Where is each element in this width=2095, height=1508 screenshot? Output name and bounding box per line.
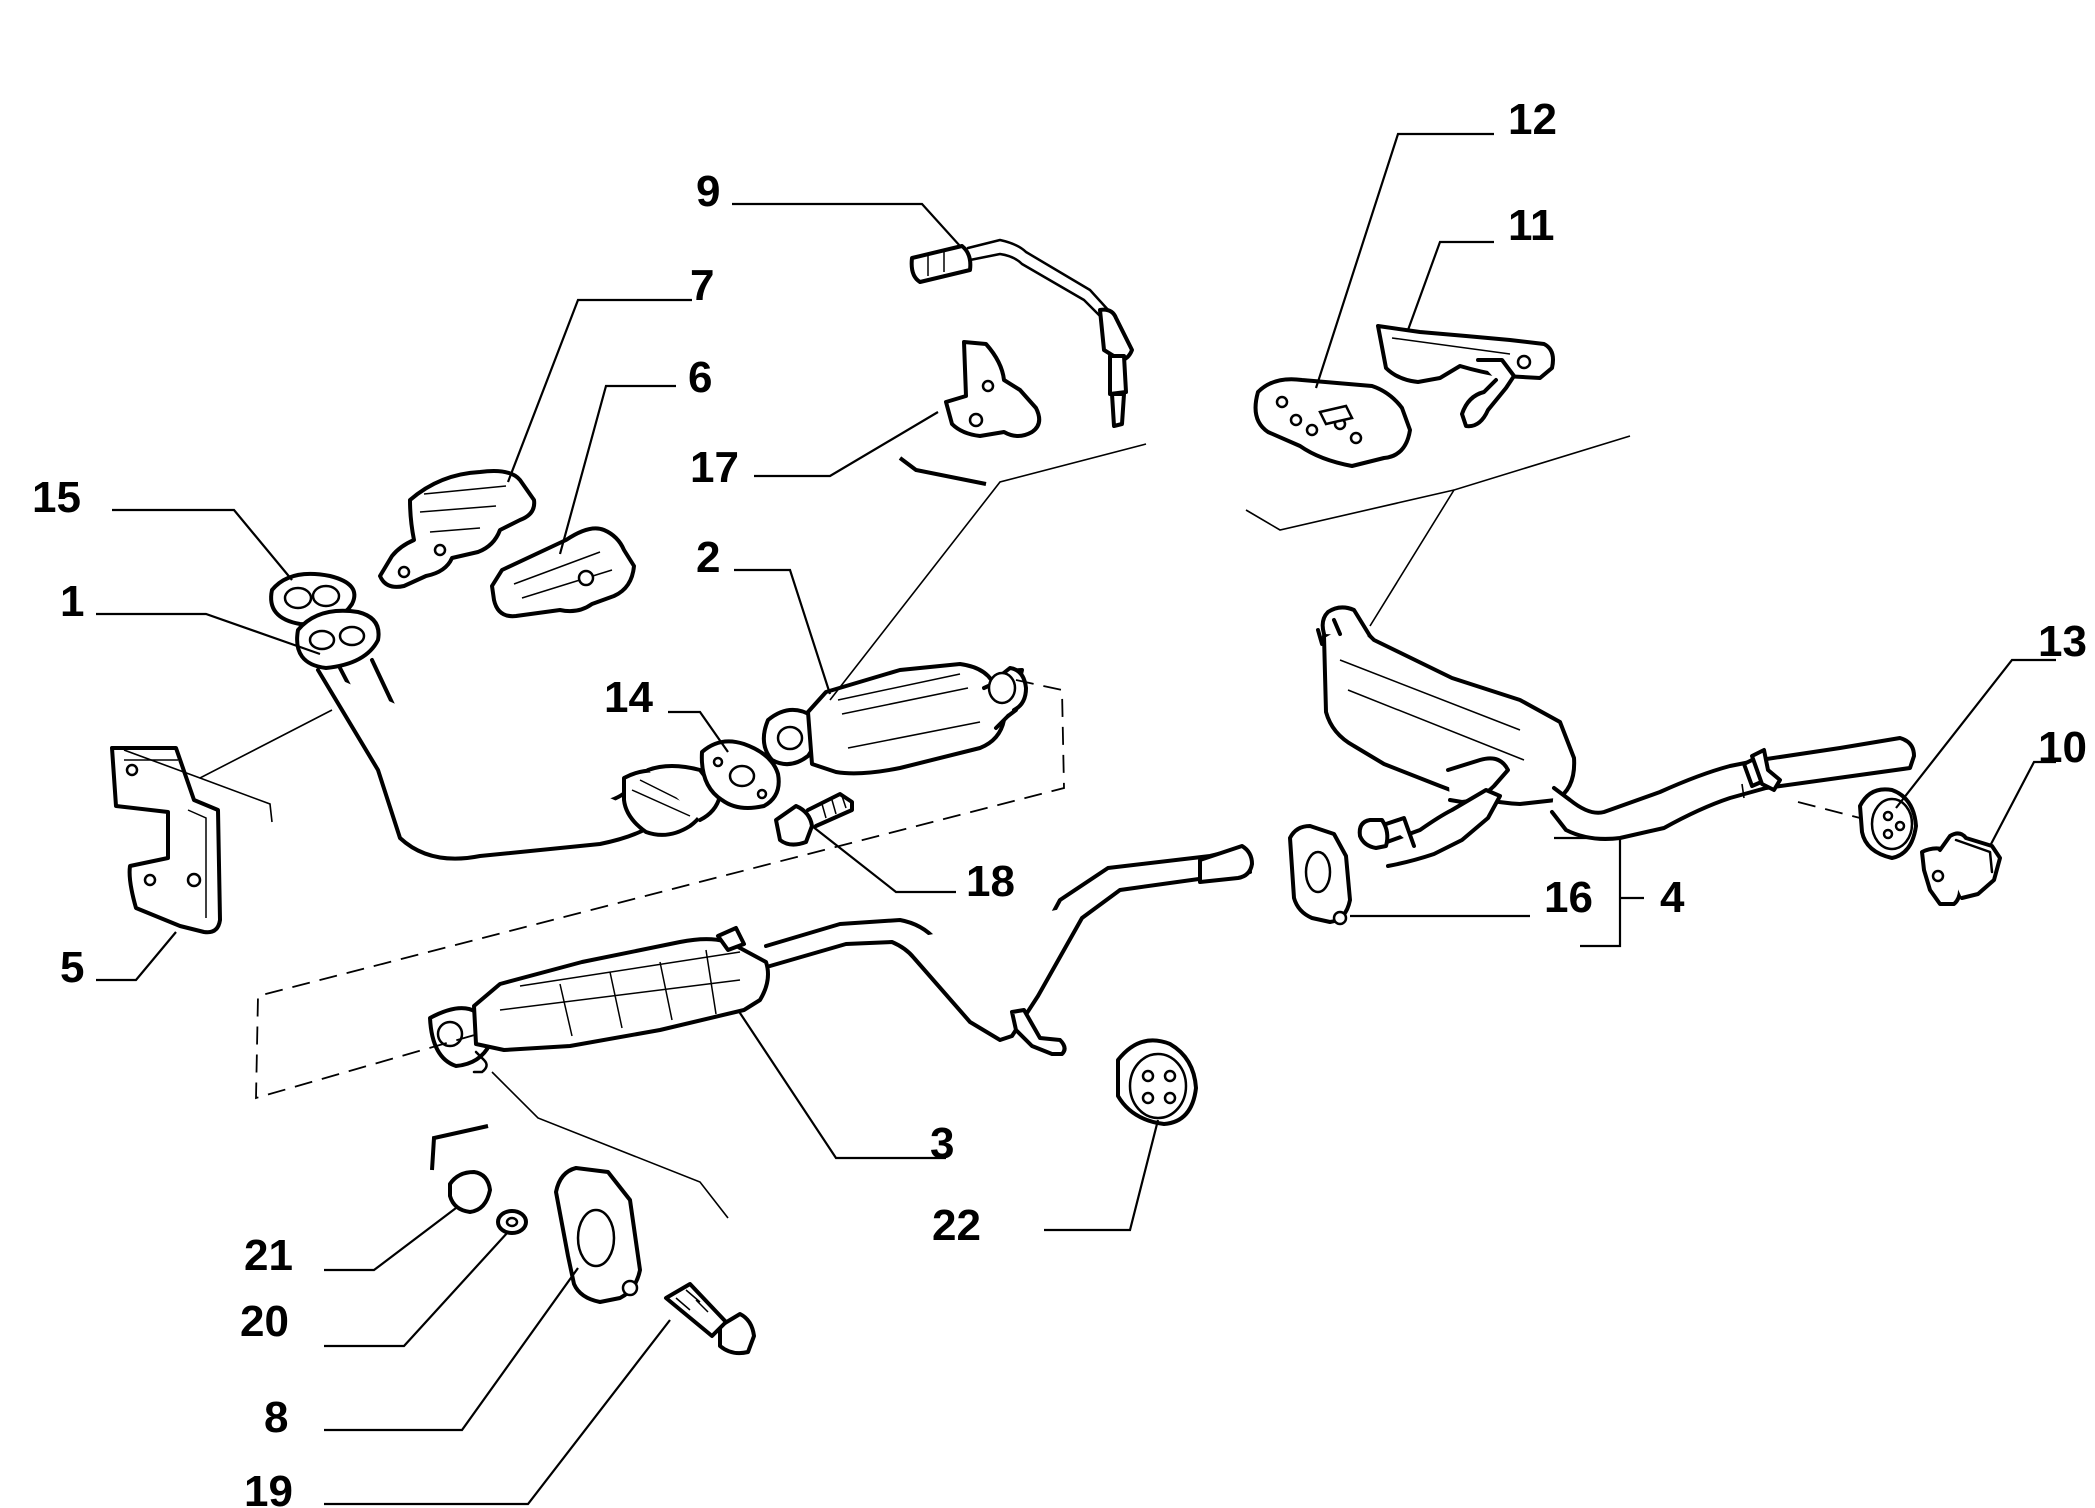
- part-8-mount-bracket: [554, 1166, 642, 1304]
- part-10-hanger: [1920, 831, 2002, 906]
- part-18-bolt: [774, 792, 854, 847]
- callout-19: 19: [244, 1467, 293, 1508]
- guide-line-4b: [1245, 489, 1455, 531]
- part-22-rubber-mount: [1116, 1038, 1198, 1126]
- part-19-bolt: [664, 1282, 756, 1356]
- callout-14: 14: [604, 673, 653, 722]
- callout-17: 17: [690, 443, 739, 492]
- callout-22: 22: [932, 1201, 981, 1250]
- part-11-hanger: [1376, 324, 1555, 429]
- callout-1: 1: [60, 577, 84, 626]
- assembly-marker-3: [430, 1124, 489, 1171]
- leader-15: [112, 508, 293, 581]
- assembly-dashed-line-2: [1797, 801, 1861, 819]
- leader-2: [734, 568, 832, 695]
- part-5-bracket: [110, 746, 222, 935]
- leader-20: [324, 1231, 509, 1348]
- leader-18: [811, 825, 956, 894]
- leader-7: [506, 298, 692, 483]
- callout-16: 16: [1544, 873, 1593, 922]
- callout-20: 20: [240, 1297, 289, 1346]
- leader-9: [732, 202, 961, 247]
- leader-14: [668, 710, 729, 753]
- guide-line-2: [829, 443, 1147, 701]
- leader-19: [324, 1319, 671, 1506]
- leader-22: [1044, 1119, 1160, 1232]
- part-9-lambda-sensor: [909, 238, 1134, 428]
- leader-1: [96, 612, 321, 656]
- leader-10: [1989, 760, 2056, 847]
- leader-3: [737, 1009, 946, 1160]
- leader-13: [1895, 658, 2056, 809]
- guide-line-5b: [199, 777, 273, 823]
- leader-17: [754, 411, 939, 478]
- part-4-rear-muffler: [1316, 605, 1916, 868]
- part-6-heat-shield: [490, 526, 636, 619]
- callout-15: 15: [32, 473, 81, 522]
- part-13-rubber-mount: [1858, 787, 1918, 860]
- callout-7: 7: [690, 261, 714, 310]
- callout-4: 4: [1660, 873, 1685, 922]
- callout-10: 10: [2038, 723, 2087, 772]
- part-20-washer: [496, 1209, 528, 1235]
- guide-line-3: [491, 1071, 729, 1219]
- assembly-dashed-line: [255, 679, 1065, 1100]
- callout-9: 9: [696, 167, 720, 216]
- leader-5: [96, 931, 177, 982]
- callout-13: 13: [2038, 617, 2087, 666]
- callout-5: 5: [60, 943, 84, 992]
- leader-21: [324, 1207, 457, 1272]
- callout-6: 6: [688, 353, 712, 402]
- part-16-mount-bracket: [1288, 824, 1352, 926]
- callout-21: 21: [244, 1231, 293, 1280]
- part-17-bracket: [944, 340, 1042, 438]
- callout-18: 18: [966, 857, 1015, 906]
- leader-8: [324, 1267, 579, 1432]
- callout-3: 3: [930, 1119, 954, 1168]
- assembly-marker-17: [898, 456, 987, 486]
- part-3-center-muffler: [428, 844, 1254, 1074]
- callout-12: 12: [1508, 95, 1557, 144]
- part-1-front-pipe: [295, 608, 722, 861]
- guide-line-4: [1369, 435, 1631, 627]
- part-14-gasket: [699, 739, 781, 810]
- bracket-4: [1554, 836, 1644, 948]
- callout-8: 8: [264, 1393, 288, 1442]
- leader-12: [1314, 132, 1494, 389]
- part-12-heat-shield: [1253, 377, 1412, 468]
- leader-6: [558, 384, 676, 555]
- callout-11: 11: [1508, 201, 1555, 250]
- part-7-heat-shield: [378, 469, 537, 589]
- assembly-guide-line: [1741, 783, 1745, 799]
- leader-11: [1406, 240, 1494, 331]
- callout-2: 2: [696, 533, 720, 582]
- part-21-nut: [448, 1170, 492, 1214]
- part-2-catalytic-converter: [761, 662, 1028, 776]
